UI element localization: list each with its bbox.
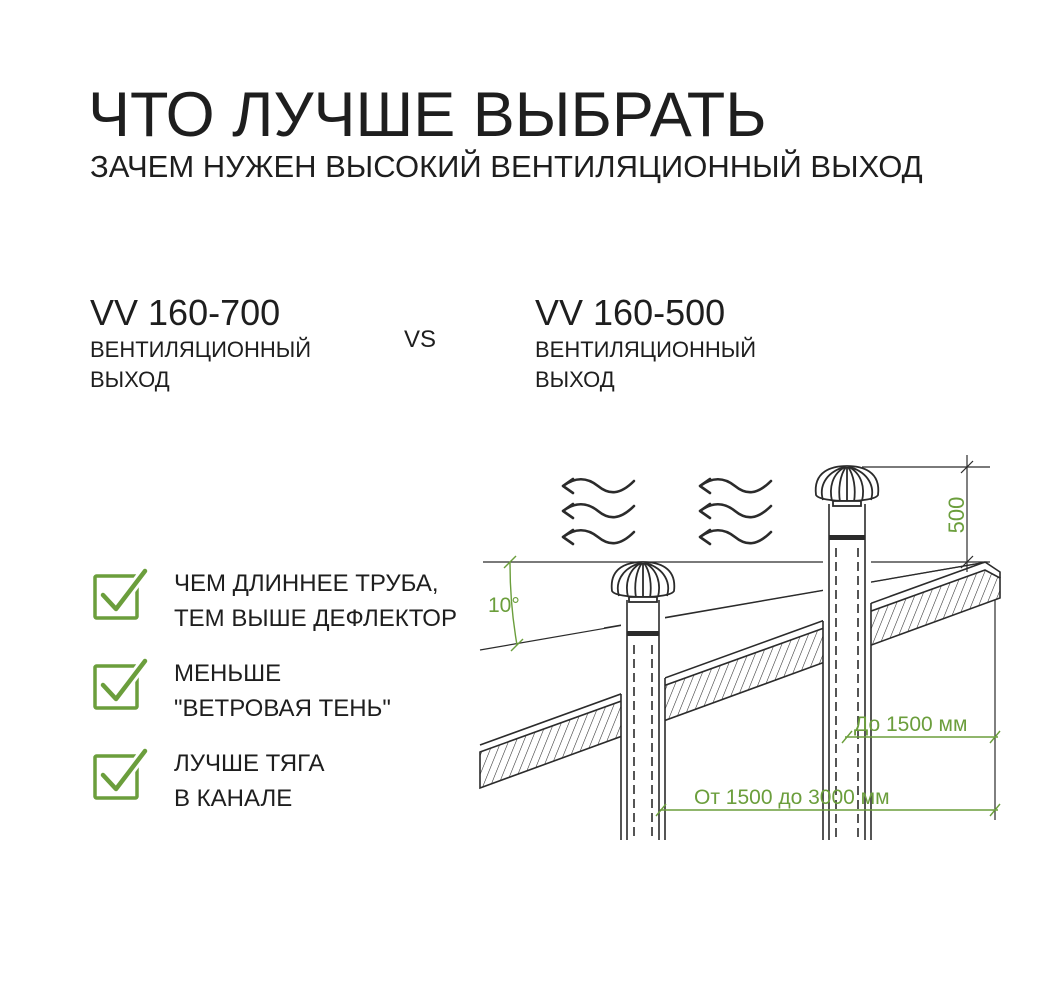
check-icon xyxy=(93,566,150,620)
dimension-far xyxy=(655,803,1001,817)
dimension-far-label: От 1500 до 3000 мм xyxy=(694,786,890,809)
benefit-text-line2: В КАНАЛЕ xyxy=(174,785,293,812)
model-left-type-line2: ВЫХОД xyxy=(90,367,170,392)
benefit-item: МЕНЬШЕ "ВЕТРОВАЯ ТЕНЬ" xyxy=(92,656,457,746)
benefit-item: ЛУЧШЕ ТЯГА В КАНАЛЕ xyxy=(92,746,457,836)
model-right-type-line1: ВЕНТИЛЯЦИОННЫЙ xyxy=(535,337,757,362)
wind-arrow-icon xyxy=(698,528,773,546)
benefit-text-line2: ТЕМ ВЫШЕ ДЕФЛЕКТОР xyxy=(174,605,457,632)
pipe-tall xyxy=(822,504,872,840)
model-left-name: VV 160-700 xyxy=(90,292,281,333)
turbine-deflector-icon xyxy=(814,465,880,507)
wind-arrow-icon xyxy=(561,502,636,520)
check-icon xyxy=(93,656,150,710)
wind-arrows-right-group xyxy=(698,477,773,546)
model-right-type: ВЕНТИЛЯЦИОННЫЙ ВЫХОД xyxy=(535,335,756,395)
benefit-text: МЕНЬШЕ "ВЕТРОВАЯ ТЕНЬ" xyxy=(174,656,391,726)
wind-arrow-icon xyxy=(561,528,636,546)
versus-label: VS xyxy=(404,326,437,353)
dimension-angle xyxy=(503,555,524,652)
benefit-text: ЧЕМ ДЛИННЕЕ ТРУБА, ТЕМ ВЫШЕ ДЕФЛЕКТОР xyxy=(174,566,457,636)
model-right-type-line2: ВЫХОД xyxy=(535,367,615,392)
wind-arrow-icon xyxy=(561,477,636,495)
dimension-height-label: 500 xyxy=(944,497,969,534)
dimension-near xyxy=(841,730,1001,744)
model-left-type: ВЕНТИЛЯЦИОННЫЙ ВЫХОД xyxy=(90,335,311,395)
benefit-text-line1: ЛУЧШЕ ТЯГА xyxy=(174,750,325,777)
pipe-short xyxy=(620,600,666,840)
turbine-deflector-icon xyxy=(610,561,676,603)
roof-section xyxy=(479,561,1001,790)
wind-arrow-icon xyxy=(698,502,773,520)
dimension-near-label: До 1500 мм xyxy=(854,713,967,736)
page-subtitle: ЗАЧЕМ НУЖЕН ВЫСОКИЙ ВЕНТИЛЯЦИОННЫЙ ВЫХОД xyxy=(90,149,923,184)
benefits-list: ЧЕМ ДЛИННЕЕ ТРУБА, ТЕМ ВЫШЕ ДЕФЛЕКТОР МЕ… xyxy=(92,566,457,836)
benefit-item: ЧЕМ ДЛИННЕЕ ТРУБА, ТЕМ ВЫШЕ ДЕФЛЕКТОР xyxy=(92,566,457,656)
model-left-type-line1: ВЕНТИЛЯЦИОННЫЙ xyxy=(90,337,312,362)
reference-lines xyxy=(479,455,996,820)
model-right-name: VV 160-500 xyxy=(535,292,726,333)
benefit-text-line1: ЧЕМ ДЛИННЕЕ ТРУБА, xyxy=(174,570,439,597)
benefit-text-line1: МЕНЬШЕ xyxy=(174,660,282,687)
page-title: ЧТО ЛУЧШЕ ВЫБРАТЬ xyxy=(88,80,767,150)
benefit-text-line2: "ВЕТРОВАЯ ТЕНЬ" xyxy=(174,695,391,722)
benefit-text: ЛУЧШЕ ТЯГА В КАНАЛЕ xyxy=(174,746,325,816)
check-icon xyxy=(93,746,150,800)
wind-arrow-icon xyxy=(698,477,773,495)
dimension-angle-label: 10° xyxy=(488,594,520,617)
wind-arrows-left-group xyxy=(561,477,636,546)
